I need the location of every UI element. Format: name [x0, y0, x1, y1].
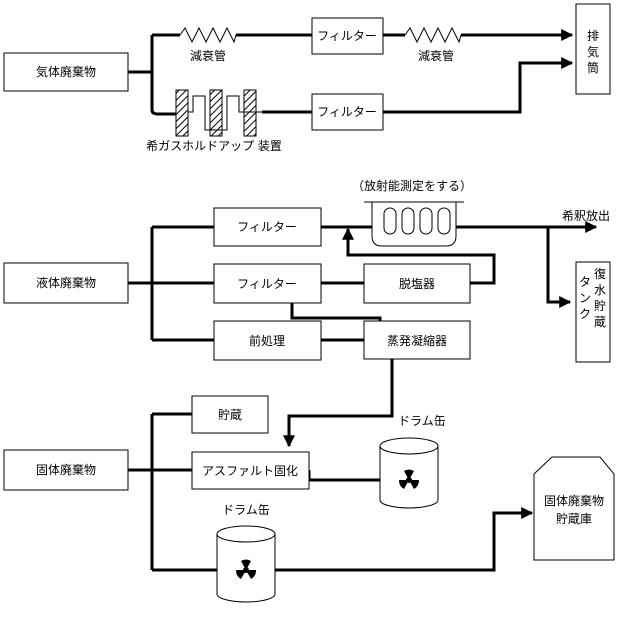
liquid-filter-box: [213, 263, 322, 304]
gas-section: 気体廃棄物 減衰管 減衰管 フィルター フィルター 希ガスホルドアップ 装置 排…: [3, 3, 611, 153]
storage-label: 貯蔵: [218, 408, 242, 422]
decay-tube-label: 減衰管: [418, 48, 454, 63]
drum-label: ドラム缶: [398, 414, 446, 428]
decay-tube-coil: [404, 26, 462, 44]
exhaust-stack-char: 筒: [587, 60, 599, 75]
gas-filter-label: フィルター: [317, 29, 377, 43]
storage-box: [191, 395, 269, 434]
liquid-waste-box: [3, 262, 129, 304]
solid-waste-label: 固体廃棄物: [36, 462, 96, 477]
evaporator-label: 蒸発凝縮器: [387, 333, 447, 348]
dilution-release-label: 希釈放出: [562, 208, 610, 223]
liquid-flow-line: [290, 303, 382, 322]
demineralizer-box: [363, 263, 471, 304]
pretreatment-box: [213, 320, 322, 361]
asphalt-solidification-label: アスファルト固化: [202, 464, 298, 478]
warehouse-label: 固体廃棄物: [544, 493, 604, 508]
tank-char: 水: [594, 283, 606, 297]
warehouse-label: 貯蔵庫: [556, 512, 592, 526]
demineralizer-label: 脱塩器: [399, 276, 435, 291]
liquid-flow-line: [546, 227, 572, 308]
measurement-label: （放射能測定をする）: [352, 178, 472, 193]
condensate-storage-tank-box: [575, 261, 611, 363]
tank-char: ン: [579, 291, 591, 305]
measurement-tank: [364, 201, 464, 247]
solid-waste-warehouse-shape: [533, 456, 615, 561]
exhaust-stack-char: 排: [587, 29, 599, 43]
gas-flow-line: [150, 109, 176, 116]
gas-filter-label: フィルター: [317, 105, 377, 119]
tank-char: ク: [579, 307, 591, 321]
liquid-filter-label: フィルター: [237, 220, 297, 234]
decay-tube-label: 減衰管: [190, 48, 226, 63]
liquid-section: 液体廃棄物 フィルター フィルター 前処理 脱塩器 蒸発凝縮器 （放射能測定をす…: [3, 178, 611, 448]
noble-gas-holdup-device: [175, 89, 262, 137]
gas-waste-label: 気体廃棄物: [36, 64, 96, 79]
holdup-device-label: 希ガスホルドアップ 装置: [146, 138, 282, 153]
solid-flow-line: [307, 470, 380, 482]
liquid-filter-label: フィルター: [237, 277, 297, 291]
tank-char: タ: [579, 275, 591, 289]
liquid-flow-line: [283, 358, 394, 448]
decay-tube-coil: [179, 26, 237, 44]
tank-char: 蔵: [594, 315, 606, 329]
tank-char: 復: [594, 266, 606, 281]
solid-flow-line: [152, 507, 534, 572]
solid-section: 固体廃棄物 貯蔵 アスファルト固化 ドラム缶 ドラム缶: [3, 395, 615, 603]
gas-waste-box: [3, 52, 129, 92]
radiation-icon: [398, 469, 420, 489]
liquid-waste-label: 液体廃棄物: [36, 275, 96, 290]
exhaust-stack-box: [575, 3, 611, 95]
gas-filter-box: [311, 17, 384, 55]
liquid-flow-line: [342, 227, 496, 285]
pretreatment-label: 前処理: [249, 333, 285, 348]
gas-flow-line: [383, 57, 574, 114]
liquid-filter-box: [213, 207, 322, 247]
gas-filter-box: [311, 93, 384, 131]
solid-waste-box: [3, 449, 129, 491]
radiation-icon: [235, 559, 257, 579]
asphalt-solidification-box: [191, 451, 310, 490]
drum-label: ドラム缶: [222, 503, 270, 517]
tank-char: 貯: [594, 299, 606, 313]
evaporator-box: [363, 320, 471, 360]
exhaust-stack-char: 気: [587, 44, 599, 59]
